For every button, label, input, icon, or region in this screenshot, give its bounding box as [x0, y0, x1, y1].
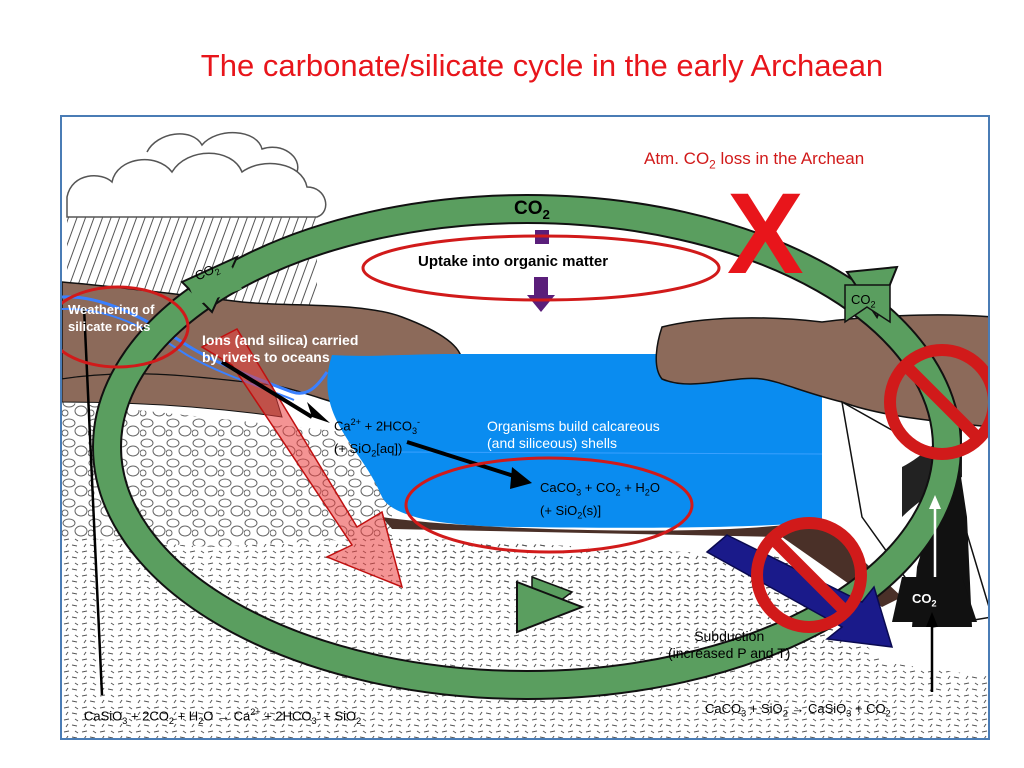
- uptake-arrow: [527, 295, 555, 312]
- weathering-highlight: [62, 285, 190, 369]
- cycle-ring: [94, 196, 960, 698]
- ocean: [327, 354, 822, 528]
- co2-right-label: CO2: [851, 292, 876, 310]
- co2-volcano-label: CO2: [912, 591, 937, 609]
- no-symbol-bottom: [751, 517, 867, 633]
- organisms-label: Organisms build calcareous(and siliceous…: [487, 418, 660, 451]
- river: [62, 295, 329, 395]
- calcium-carbonate-label: CaCO3 + CO2 + H2O(+ SiO2(s)]: [540, 480, 660, 521]
- weathering-leader-line: [82, 306, 104, 696]
- cloud-illustration: [66, 132, 327, 218]
- rock-layer: [62, 402, 392, 547]
- no-symbol-right: [884, 344, 988, 460]
- page-title: The carbonate/silicate cycle in the earl…: [200, 48, 884, 83]
- diagram-frame: Atm. CO2 loss in the Archean CO2 Uptake …: [60, 115, 990, 740]
- weathering-equation: CaSiO3 + 2CO2 + H2O → Ca2+ + 2HCO3- + Si…: [84, 707, 362, 726]
- diagram-illustration: [62, 132, 988, 738]
- metamorphism-equation: CaCO3 + SiO2 → CaSiO3 + CO2: [705, 701, 891, 719]
- ions-arrow: [307, 402, 330, 423]
- carbonate-arrow: [510, 467, 532, 489]
- bicarbonate-label: Ca2+ + 2HCO3-(+ SiO2[aq]): [334, 417, 421, 459]
- subduction-label: Subduction(increased P and T): [668, 628, 791, 661]
- cycle-arrowhead-bottom-2: [516, 580, 585, 634]
- shells-highlight: [404, 456, 694, 554]
- uptake-highlight: [361, 234, 721, 302]
- x-mark: X: [727, 170, 804, 298]
- uptake-label: Uptake into organic matter: [418, 253, 609, 270]
- co2-top-label: CO2: [514, 198, 550, 222]
- atm-loss-label: Atm. CO2 loss in the Archean: [644, 149, 865, 172]
